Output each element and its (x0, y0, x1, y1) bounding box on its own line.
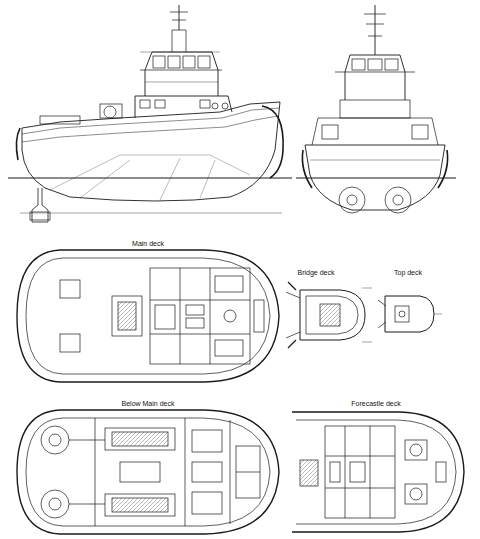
view-heading: Top deck (393, 268, 423, 277)
front-view (296, 5, 456, 213)
view-heading: Main deck (131, 239, 165, 248)
below-main-deck-plan (17, 410, 279, 534)
view-heading: Bridge deck (297, 268, 336, 277)
top-deck-plan (378, 296, 442, 332)
view-heading: Below Main deck (121, 399, 176, 408)
bridge-deck-plan (286, 282, 372, 348)
view-heading: Forecastle deck (350, 399, 401, 408)
profile-view (8, 5, 292, 222)
forecastle-deck-plan (292, 412, 464, 532)
main-deck-plan (17, 250, 279, 382)
